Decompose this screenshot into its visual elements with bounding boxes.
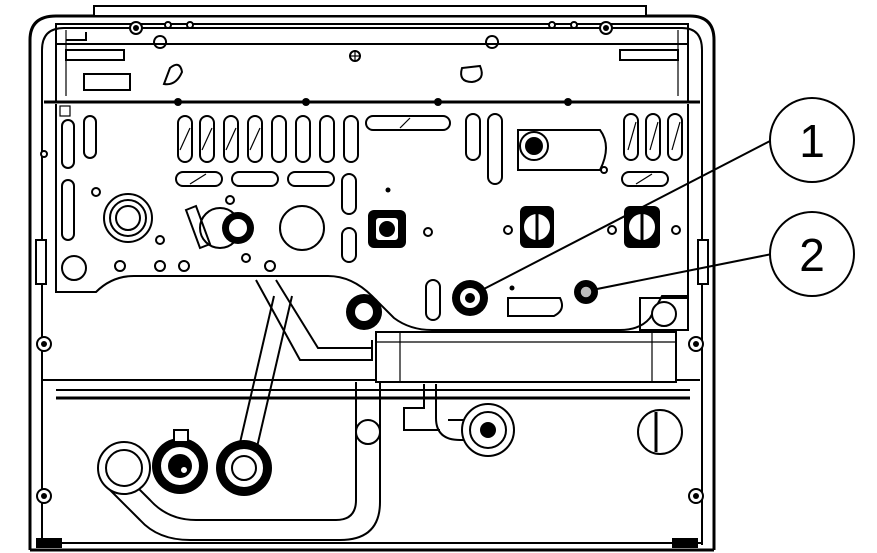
middle-rails — [35, 239, 709, 504]
bracket-rail — [44, 98, 700, 106]
callout-1-label: 1 — [799, 115, 825, 167]
callout-1-circle — [769, 97, 855, 183]
outer-casing — [28, 5, 716, 552]
lower-plate-parts — [346, 279, 689, 331]
pipework — [103, 279, 486, 541]
top-bracket — [55, 21, 689, 103]
base-plate — [40, 104, 689, 331]
callout-1: 1 — [477, 97, 855, 293]
fittings — [103, 129, 660, 251]
callout-2-circle — [769, 211, 855, 297]
bottom-fittings — [97, 403, 683, 496]
callout-2-leader — [591, 253, 773, 291]
callout-1-leader — [477, 139, 773, 293]
callout-2-label: 2 — [799, 229, 825, 281]
callout-2: 2 — [591, 211, 855, 297]
